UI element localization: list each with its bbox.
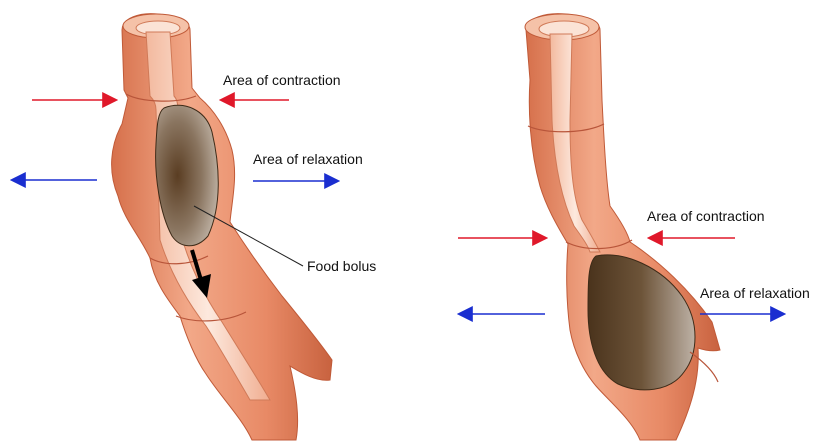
food-bolus-right	[588, 255, 695, 390]
relaxation-label-left: Area of relaxation	[253, 151, 363, 167]
food-bolus-label: Food bolus	[307, 258, 376, 274]
contraction-label-right: Area of contraction	[647, 208, 765, 224]
esophagus-right	[525, 14, 720, 440]
contraction-label-left: Area of contraction	[223, 72, 341, 88]
relaxation-label-right: Area of relaxation	[700, 285, 810, 301]
